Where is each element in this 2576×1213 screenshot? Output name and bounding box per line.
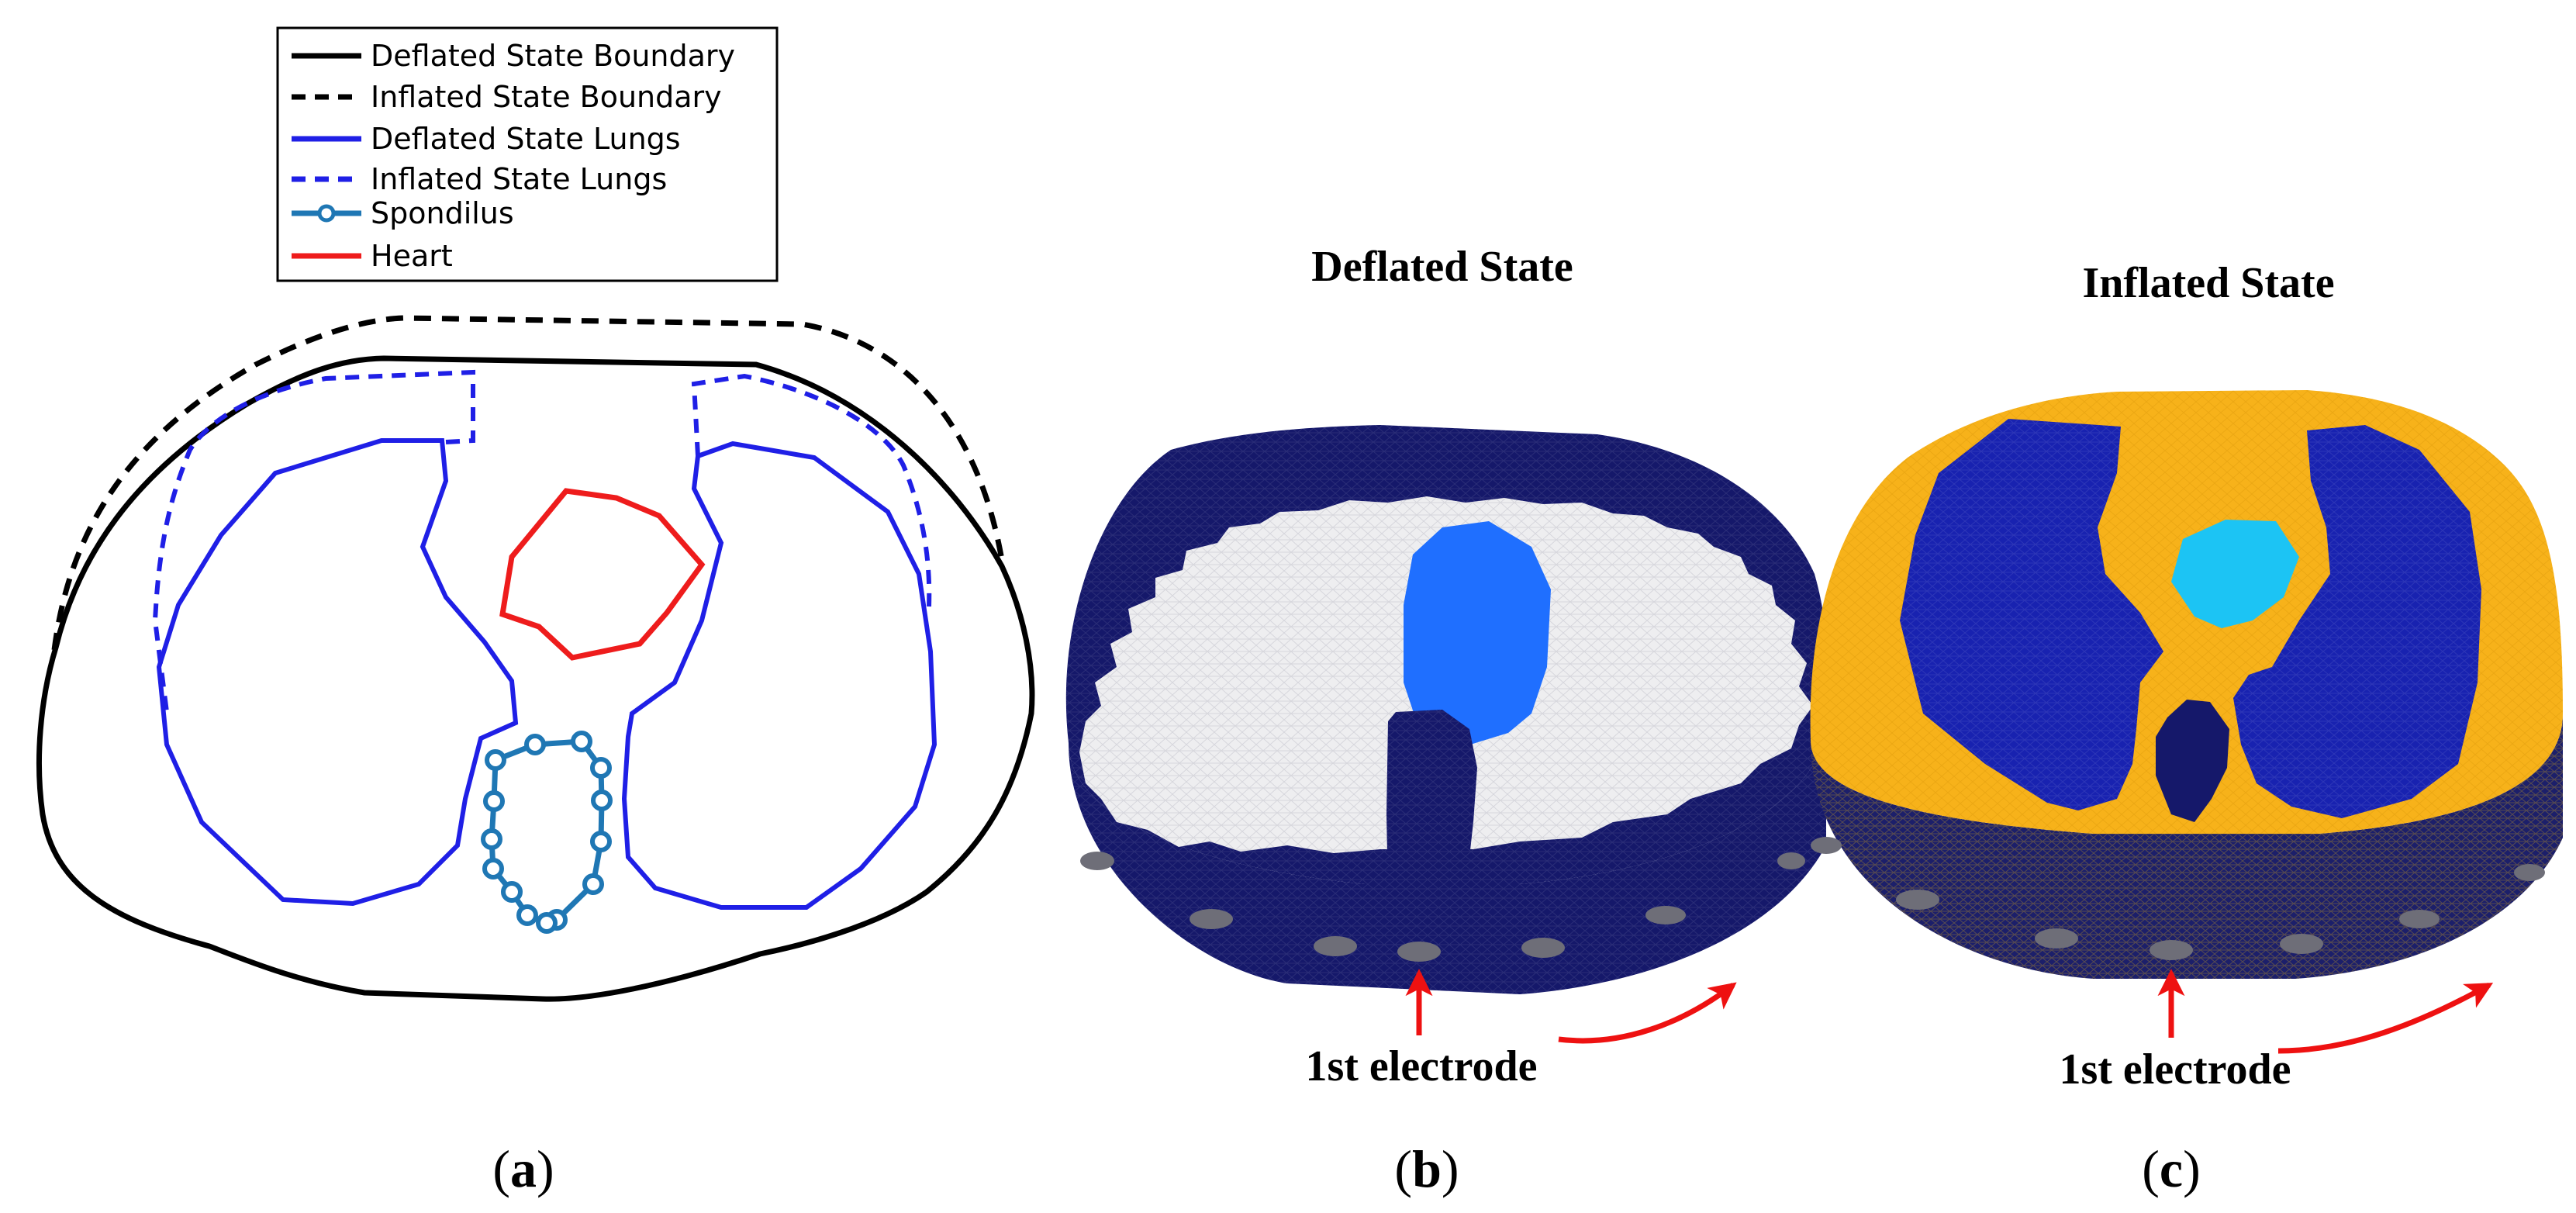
legend-label: Heart bbox=[371, 239, 453, 273]
legend-item-deflated-boundary: Deflated State Boundary bbox=[292, 39, 735, 73]
spondilus-marker bbox=[536, 912, 558, 934]
spondilus-marker bbox=[590, 831, 612, 852]
legend-label: Inflated State Lungs bbox=[371, 162, 667, 196]
electrode bbox=[1190, 909, 1233, 929]
deflated-lung-left-curve bbox=[156, 438, 519, 907]
spine-region bbox=[2156, 700, 2229, 822]
electrode-label: 1st electrode bbox=[1305, 1042, 1537, 1090]
deflated-lung-right-curve bbox=[621, 441, 938, 910]
panel-b: Deflated State 1st electrode (b) bbox=[1065, 243, 1828, 1198]
spondilus-marker bbox=[501, 881, 523, 903]
panel-label-b: (b) bbox=[1394, 1139, 1459, 1198]
electrode bbox=[1080, 852, 1114, 870]
spondilus-marker bbox=[582, 873, 604, 895]
spondilus-marker bbox=[485, 749, 506, 771]
electrode bbox=[1896, 890, 1939, 910]
inflated-lung-left-curve bbox=[152, 369, 475, 713]
electrode bbox=[1777, 852, 1805, 869]
electrode-first bbox=[1397, 942, 1441, 962]
spondilus-marker bbox=[591, 790, 613, 811]
panel-c: Inflated State 1st electrode bbox=[1810, 259, 2563, 1198]
legend-label: Inflated State Boundary bbox=[371, 80, 722, 114]
legend-item-inflated-boundary: Inflated State Boundary bbox=[292, 80, 722, 114]
electrode bbox=[2035, 928, 2078, 949]
legend-label: Deflated State Lungs bbox=[371, 122, 681, 156]
legend-item-heart: Heart bbox=[292, 239, 453, 273]
electrode-first bbox=[2150, 940, 2193, 960]
deflated-boundary-curve bbox=[36, 355, 1035, 1002]
spondilus-marker bbox=[571, 731, 592, 752]
panel-label-c: (c) bbox=[2142, 1139, 2201, 1198]
legend-item-deflated-lungs: Deflated State Lungs bbox=[292, 122, 681, 156]
electrode bbox=[1645, 906, 1686, 924]
panel-c-title: Inflated State bbox=[2082, 259, 2334, 307]
panel-b-title: Deflated State bbox=[1311, 243, 1573, 291]
spondilus-marker bbox=[481, 828, 502, 850]
legend-label: Spondilus bbox=[371, 196, 514, 230]
legend-item-inflated-lungs: Inflated State Lungs bbox=[292, 162, 667, 196]
electrode bbox=[2514, 864, 2545, 881]
inflated-boundary-curve bbox=[51, 315, 1005, 651]
rotation-arrow bbox=[2277, 982, 2494, 1054]
spondilus-marker bbox=[482, 858, 504, 880]
legend-box bbox=[276, 26, 779, 282]
heart-region bbox=[2171, 520, 2299, 628]
spondilus-marker bbox=[524, 734, 546, 755]
panel-label-a: (a) bbox=[492, 1139, 554, 1198]
heart-outline bbox=[499, 488, 706, 661]
rotation-arrow bbox=[1558, 982, 1737, 1044]
electrode bbox=[1314, 936, 1357, 956]
legend-item-spondilus: Spondilus bbox=[292, 196, 514, 230]
spondilus bbox=[481, 731, 613, 934]
legend-label: Deflated State Boundary bbox=[371, 39, 735, 73]
electrode bbox=[2399, 910, 2440, 928]
heart-region bbox=[1404, 521, 1551, 748]
legend: Deflated State Boundary Inflated State B… bbox=[276, 26, 779, 282]
spondilus-marker bbox=[590, 757, 612, 779]
spondilus-marker bbox=[483, 790, 505, 812]
spondilus-marker bbox=[516, 904, 538, 926]
electrode bbox=[1521, 938, 1565, 958]
electrode bbox=[1811, 837, 1842, 854]
panel-a: Deflated State Boundary Inflated State B… bbox=[36, 26, 1035, 1198]
electrode-label: 1st electrode bbox=[2059, 1045, 2291, 1094]
electrode bbox=[2280, 934, 2323, 954]
inflated-lung-right-curve bbox=[691, 373, 932, 607]
